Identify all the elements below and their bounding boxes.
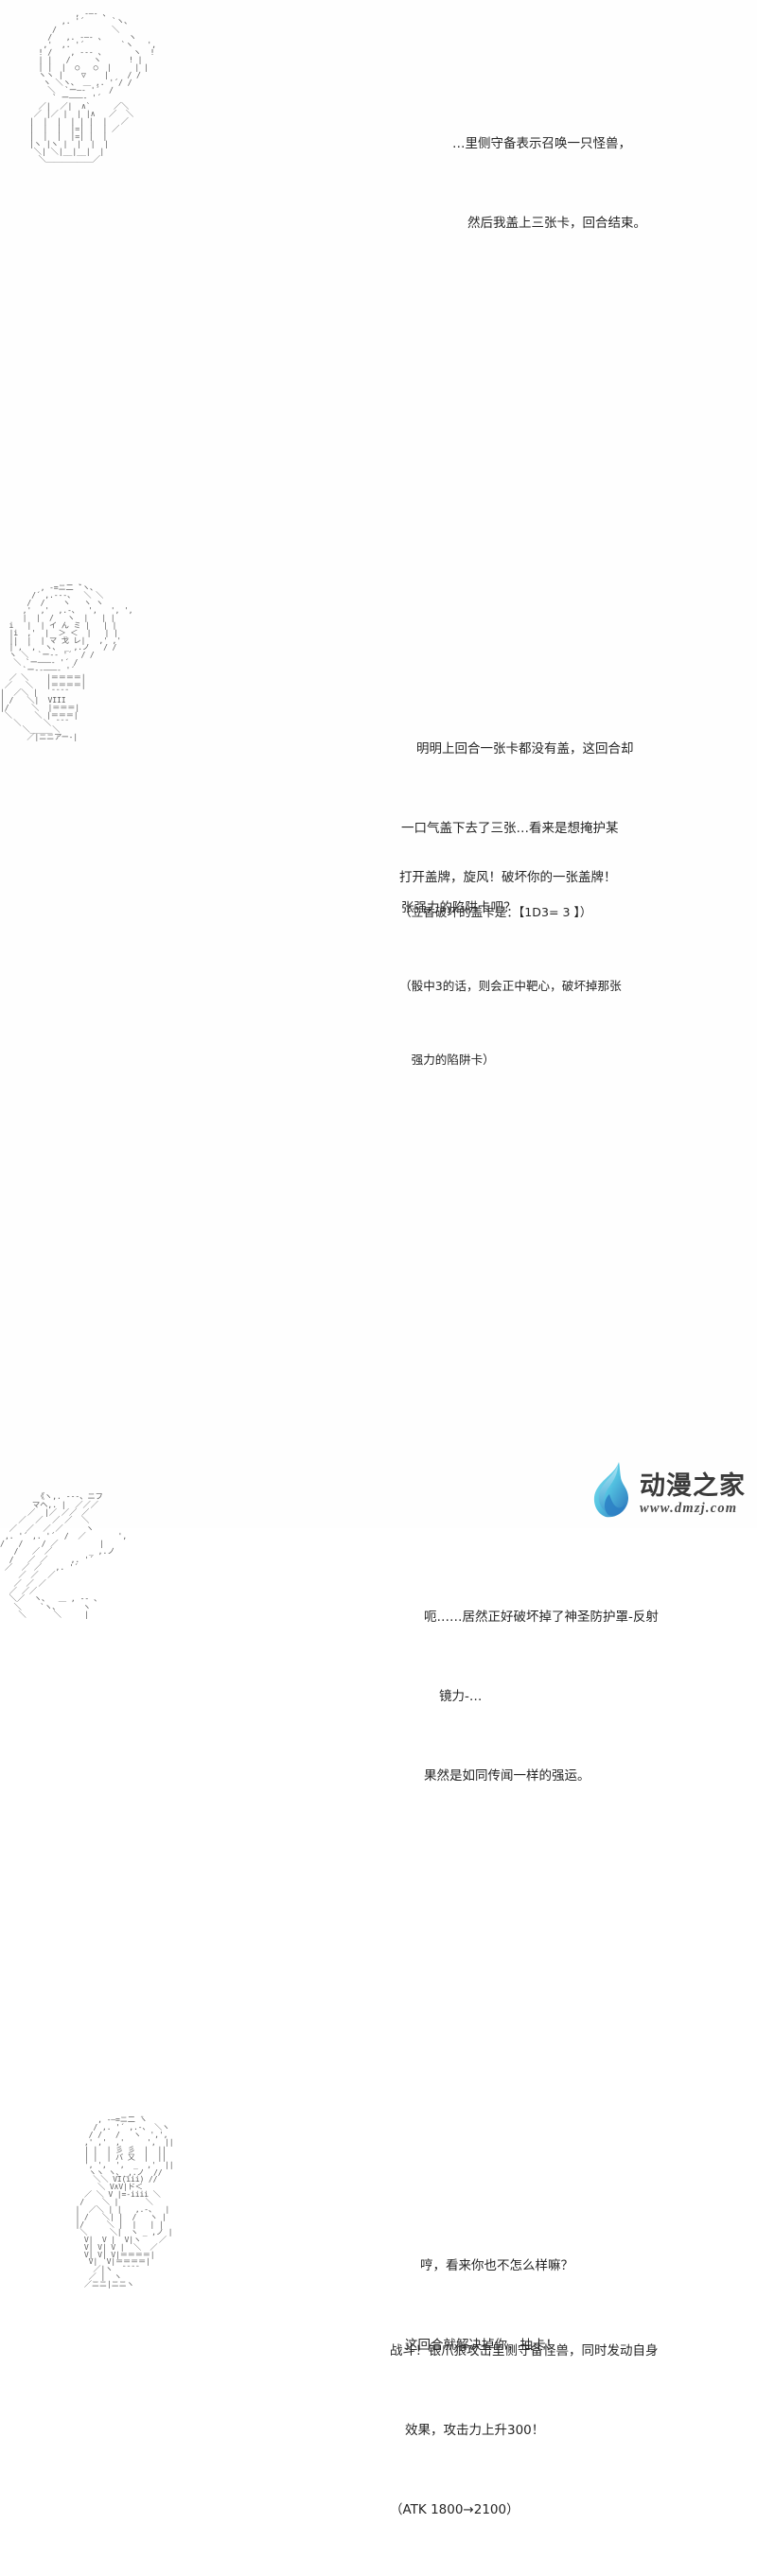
watermark-site-name: 动漫之家 [640,1471,746,1501]
dialogue-panel-2-action: 打开盖牌，旋风！破坏你的一张盖牌！ [399,811,702,944]
dmzj-flame-logo-icon [590,1460,634,1519]
dialogue-line: 打开盖牌，旋风！破坏你的一张盖牌！ [399,870,617,885]
dialogue-panel-3: 呃……居然正好破坏掉了神圣防护罩-反射 镜力-… 果然是如同传闻一样的强运。 [424,1551,736,1842]
comic-panel-3: 《ヽ,. -‐-、ニフ マヘ,. | ／／／ ／ |／ ／／ ／ ／ ／ ／ ／… [0,738,757,1784]
dialogue-line: 战斗！银爪狼攻击里侧守备怪兽，同时发动自身 [390,2343,659,2358]
dialogue-line: 一口气盖下去了三张…看来是想掩护某 [401,821,619,836]
dialogue-panel-1: …里侧守备表示召唤一只怪兽， 然后我盖上三张卡，回合结束。 [452,78,736,289]
site-watermark: 动漫之家 www.dmzj.com [590,1424,753,1519]
dialogue-line: …里侧守备表示召唤一只怪兽， [452,136,631,151]
dialogue-panel-2-dice-note: （立香破坏的盖卡是：【1D3= 3 】） （骰中3的话，则会正中靶心，破坏掉那张… [399,851,702,1122]
dialogue-line: 果然是如同传闻一样的强运。 [424,1768,590,1784]
atk-value-line: （ATK 1800→2100） [390,2502,519,2517]
dialogue-line: 张强力的陷阱卡吧？ [401,900,517,915]
dialogue-panel-4-attack: 战斗！银爪狼攻击里侧守备怪兽，同时发动自身 效果，攻击力上升300！ （ATK … [390,2285,721,2576]
dialogue-line: 呃……居然正好破坏掉了神圣防护罩-反射 [424,1610,659,1625]
ascii-art-panel-2: , -=ニ二 ̄`ヽ、 /´ ,.-‐-、 ＼ ＼ / / ヽ ヽ ヽ ,' ,… [0,583,133,742]
dialogue-line: 效果，攻击力上升300！ [405,2423,545,2438]
dice-roll-line: （立香破坏的盖卡是：【1D3= 3 】） [399,905,592,919]
dialogue-line: 镜力-… [439,1689,483,1704]
ascii-art-panel-1: , -―‐ 、 ,. '´ `ヽ、 / ＼ / ,. -―- 、 ヽ ,' ,.… [28,9,156,165]
dialogue-line: 明明上回合一张卡都没有盖，这回合却 [416,741,634,757]
dialogue-line: （骰中3的话，则会正中靶心，破坏掉那张 [399,979,622,993]
comic-page: , -―‐ 、 ,. '´ `ヽ、 / ＼ / ,. -―- 、 ヽ ,' ,.… [0,0,757,2517]
dialogue-line: 强力的陷阱卡） [399,1053,495,1067]
comic-panel-1: , -―‐ 、 ,. '´ `ヽ、 / ＼ / ,. -―- 、 ヽ ,' ,.… [0,0,757,284]
dialogue-line: 哼，看来你也不怎么样嘛？ [420,2258,573,2273]
dialogue-panel-2-main: 明明上回合一张卡都没有盖，这回合却 一口气盖下去了三张…看来是想掩护某 张强力的… [401,683,685,974]
watermark-text: 动漫之家 www.dmzj.com [640,1472,746,1519]
watermark-site-url: www.dmzj.com [640,1501,738,1516]
comic-panel-2: , -=ニ二 ̄`ヽ、 /´ ,.-‐-、 ＼ ＼ / / ヽ ヽ ヽ ,' ,… [0,284,757,1067]
ascii-art-panel-4: , -―=ニ二 ̄ヽ / ,. '´ ,.-、 ＼ヽ / / / ヽ ',', … [75,2115,174,2289]
dialogue-line: 然后我盖上三张卡，回合结束。 [467,216,646,231]
